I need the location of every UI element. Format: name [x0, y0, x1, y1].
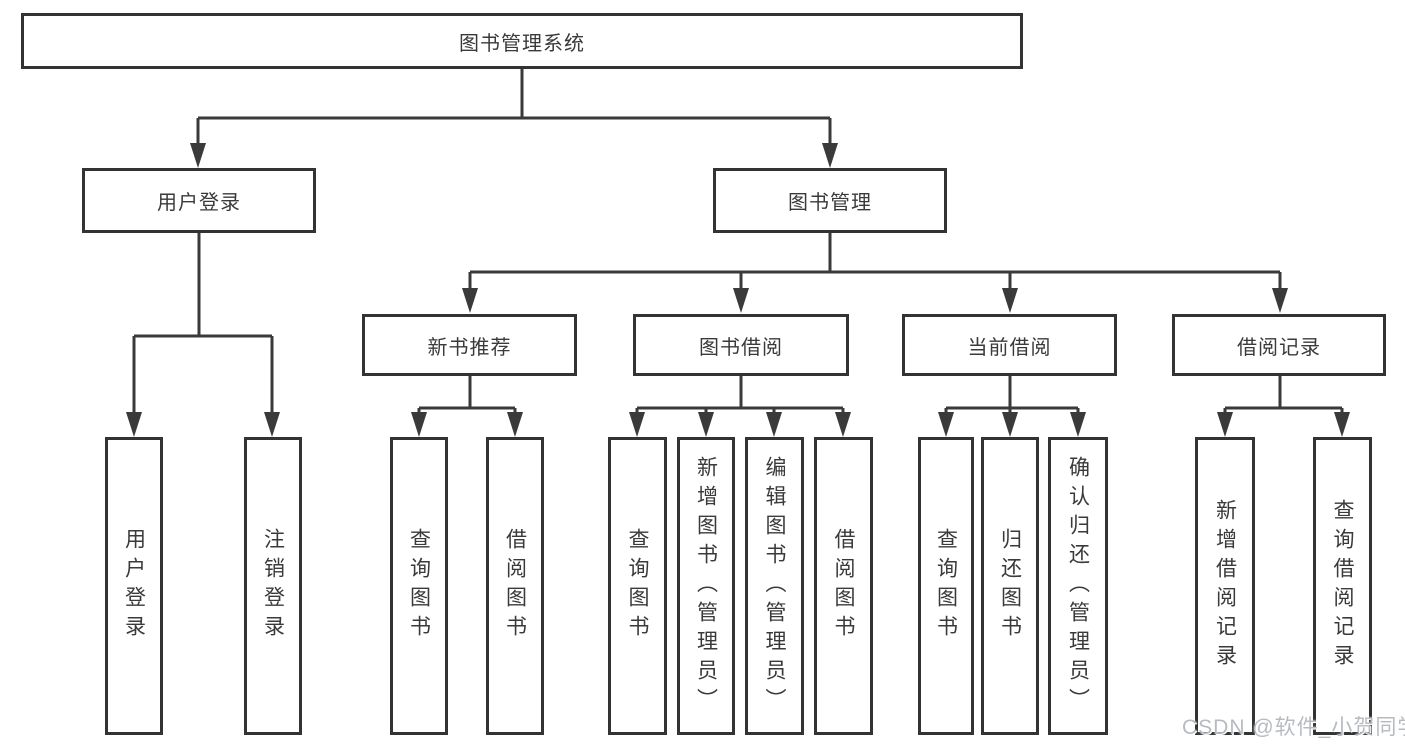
node-borrow-books-recommend: 借阅图书: [486, 437, 544, 735]
node-query-borrow-record: 查询借阅记录: [1313, 437, 1372, 735]
node-new-book-recommendation: 新书推荐: [362, 314, 577, 376]
node-return-book: 归还图书: [981, 437, 1039, 735]
node-borrow-book: 借阅图书: [814, 437, 873, 735]
node-library-management-system: 图书管理系统: [21, 13, 1023, 69]
node-query-books-borrow: 查询图书: [608, 437, 667, 735]
connector-line-path: [132, 69, 1344, 414]
node-borrowing-records: 借阅记录: [1172, 314, 1386, 376]
csdn-watermark: CSDN @软件_小贺同学: [1182, 716, 1405, 739]
arrowhead-icon: [126, 143, 1350, 437]
node-logout: 注销登录: [244, 437, 302, 735]
node-book-management-branch: 图书管理: [713, 168, 947, 233]
node-query-books-current: 查询图书: [918, 437, 974, 735]
node-edit-book-admin: 编辑图书（管理员）: [745, 437, 804, 735]
node-book-borrowing: 图书借阅: [633, 314, 849, 376]
node-add-book-admin: 新增图书（管理员）: [677, 437, 735, 735]
node-query-books-recommend: 查询图书: [390, 437, 448, 735]
node-user-login-branch: 用户登录: [82, 168, 316, 233]
node-add-borrow-record: 新增借阅记录: [1195, 437, 1255, 735]
node-current-borrowing: 当前借阅: [902, 314, 1117, 376]
node-confirm-return-admin: 确认归还（管理员）: [1048, 437, 1108, 735]
node-user-login-leaf: 用户登录: [105, 437, 163, 735]
